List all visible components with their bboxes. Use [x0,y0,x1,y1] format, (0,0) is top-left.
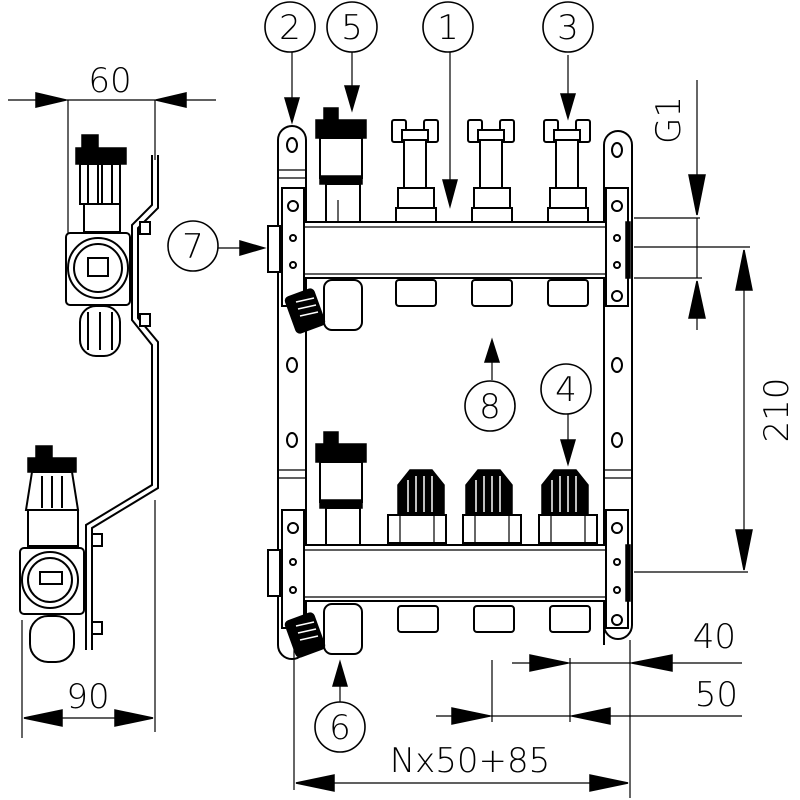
outlets-lower [323,603,591,655]
flow-meter [467,119,515,223]
callout-7-label: 7 [182,227,204,267]
dimension-g1: G1 [634,80,706,330]
manifold-bar-lower [267,509,631,629]
dimension-50-label: 50 [695,675,738,715]
callout-6: 6 [314,659,366,753]
valve-handwheel [538,469,598,544]
side-valve-upper [65,134,131,357]
callout-5: 5 [326,1,378,113]
callout-1: 1 [422,1,474,209]
dimension-total-length: Nx50+85 [293,640,631,798]
flow-meter [391,119,439,223]
valve-handwheel [462,469,522,544]
side-valve-lower [19,445,85,663]
air-vent-upper [315,107,367,223]
side-bracket [85,155,159,650]
valve-handwheel [387,469,447,544]
flow-meters [391,119,591,223]
drain-valve-lower [284,612,326,658]
valve-handwheels [387,469,598,544]
dimension-total-length-label: Nx50+85 [390,741,551,781]
dimension-g1-label: G1 [649,96,689,144]
dimension-90-label: 90 [66,677,109,717]
side-view: 60 [8,61,216,738]
callout-5-label: 5 [341,8,363,48]
callout-2: 2 [264,1,316,125]
dimension-210-label: 210 [757,378,797,443]
dimension-60-label: 60 [88,61,131,101]
dimension-50: 50 [436,660,742,725]
callout-4: 4 [540,363,592,467]
mounting-bracket-right [603,130,633,645]
callout-4-label: 4 [555,370,577,410]
mounting-bracket-left [277,125,307,660]
air-vent-lower [315,431,367,546]
callout-1-label: 1 [437,8,459,48]
callout-3: 3 [542,1,594,121]
front-view [267,107,633,660]
manifold-bar-upper [267,187,631,307]
flow-meter [543,119,591,223]
dimension-90: 90 [21,500,156,738]
dimension-210: 210 [634,246,797,573]
outlets-upper [323,279,589,331]
callout-6-label: 6 [329,708,351,748]
dimension-60: 60 [8,61,216,240]
drain-valve-upper [284,288,326,334]
callout-3-label: 3 [557,8,579,48]
callout-8: 8 [464,337,516,432]
callout-7: 7 [167,220,267,272]
dimension-40: 40 [512,617,742,722]
dimension-40-label: 40 [693,617,736,657]
callout-2-label: 2 [279,8,301,48]
callout-8-label: 8 [479,387,501,427]
